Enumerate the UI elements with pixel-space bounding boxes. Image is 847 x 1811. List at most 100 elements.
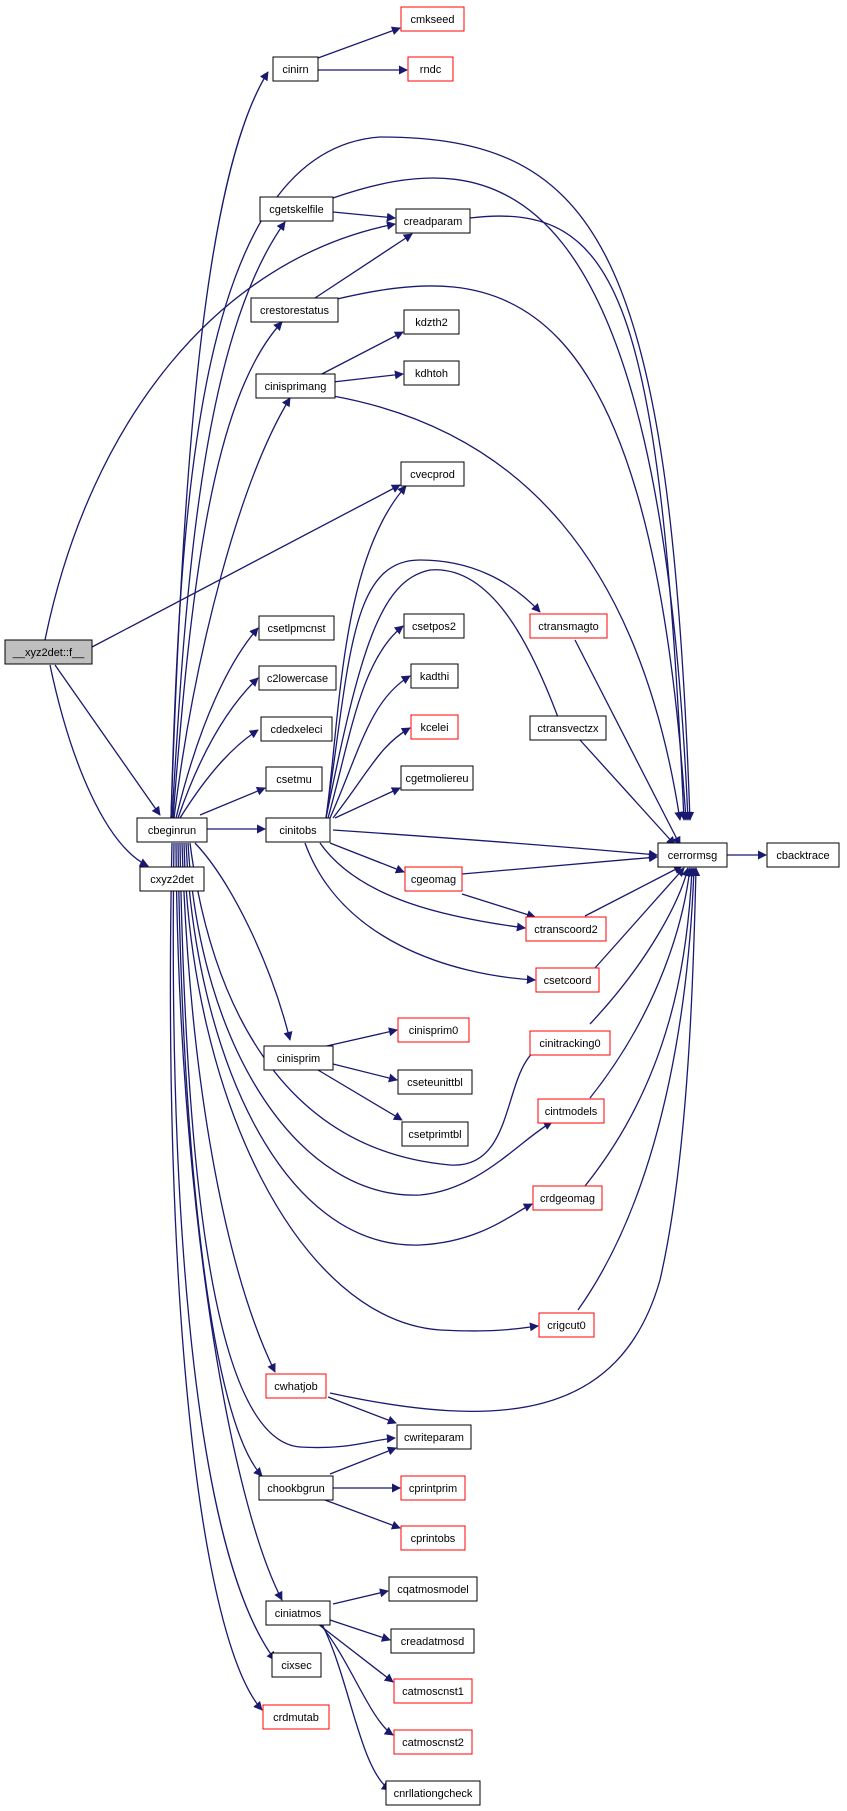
node-csetmu-label: csetmu (276, 774, 311, 786)
node-catmoscnst2[interactable]: catmoscnst2 (393, 1729, 473, 1755)
node-root[interactable]: __xyz2det::f__ (4, 639, 93, 665)
node-kdzth2[interactable]: kdzth2 (403, 309, 460, 335)
node-csetprimtbl-label: csetprimtbl (408, 1129, 461, 1141)
node-ctransvectzx[interactable]: ctransvectzx (529, 715, 607, 741)
node-cintmodels[interactable]: cintmodels (537, 1098, 605, 1124)
edge-cbeginrun-cerrormsg-top (170, 136, 695, 821)
node-cvecprod[interactable]: cvecprod (400, 461, 465, 487)
edge-cbeginrun-ciniatmos (175, 842, 283, 1601)
node-cbacktrace[interactable]: cbacktrace (766, 842, 840, 868)
node-cgetskelfile[interactable]: cgetskelfile (259, 196, 334, 222)
node-c2lowercase[interactable]: c2lowercase (258, 665, 337, 691)
node-ciniatmos-label: ciniatmos (275, 1608, 322, 1620)
node-csetprimtbl[interactable]: csetprimtbl (401, 1121, 469, 1147)
edge-cbeginrun-cixsec (172, 842, 276, 1661)
edge-cinitobs-csetcoord (304, 842, 536, 985)
edge-root-creadparam (44, 221, 396, 641)
node-ctranscoord2[interactable]: ctranscoord2 (525, 916, 607, 942)
edge-csetcoord-cerrormsg (594, 867, 685, 969)
edge-cinitobs-kadthi (329, 675, 411, 819)
node-cinisprim0-label: cinisprim0 (409, 1025, 459, 1037)
edge-cbeginrun-cgetskelfile (171, 221, 286, 819)
edge-cinisprim-cinisprim0 (317, 1027, 398, 1049)
edge-cinisprimang-kdhtoh (332, 370, 404, 383)
node-catmoscnst2-label: catmoscnst2 (402, 1737, 464, 1749)
node-ciniatmos[interactable]: ciniatmos (265, 1600, 331, 1626)
node-kadthi-label: kadthi (420, 671, 449, 683)
node-cinisprimang[interactable]: cinisprimang (255, 373, 336, 399)
node-cgeomag[interactable]: cgeomag (404, 866, 463, 892)
node-csetcoord[interactable]: csetcoord (535, 967, 600, 993)
edge-cbeginrun-cinisprim (194, 842, 293, 1041)
node-csetcoord-label: csetcoord (544, 975, 592, 987)
edge-crestorestatus-creadparam (314, 233, 413, 299)
node-cwriteparam[interactable]: cwriteparam (396, 1424, 472, 1450)
node-c2lowercase-label: c2lowercase (267, 673, 328, 685)
node-cvecprod-label: cvecprod (410, 469, 455, 481)
node-csetpos2[interactable]: csetpos2 (403, 613, 465, 639)
node-crdgeomag-label: crdgeomag (540, 1193, 595, 1205)
node-cqatmosmodel[interactable]: cqatmosmodel (388, 1576, 478, 1602)
node-csetlpmcnst[interactable]: csetlpmcnst (258, 615, 335, 641)
node-cseteunittbl[interactable]: cseteunittbl (397, 1069, 473, 1095)
edge-chookbgrun-cwriteparam (329, 1446, 397, 1475)
node-crdmutab[interactable]: crdmutab (262, 1704, 330, 1730)
node-cgetmoliereu[interactable]: cgetmoliereu (400, 765, 474, 791)
node-crdmutab-label: crdmutab (273, 1712, 319, 1724)
edge-cinisprim-cseteunittbl (332, 1063, 398, 1083)
node-cinirn-label: cinirn (282, 64, 308, 76)
node-catmoscnst1[interactable]: catmoscnst1 (393, 1678, 473, 1704)
node-cdedxeleci[interactable]: cdedxeleci (260, 716, 333, 742)
edge-cinisprimang-kdzth2 (317, 331, 404, 377)
node-cprintprim[interactable]: cprintprim (400, 1475, 466, 1501)
edge-crdgeomag-cerrormsg (584, 867, 697, 1187)
node-cmkseed[interactable]: cmkseed (400, 6, 465, 32)
node-cwhatjob[interactable]: cwhatjob (265, 1373, 327, 1399)
node-cerrormsg[interactable]: cerrormsg (657, 842, 728, 868)
edge-root-cbeginrun (54, 664, 161, 816)
node-cinitracking0[interactable]: cinitracking0 (529, 1030, 611, 1056)
edge-cbeginrun-csetlpmcnst (175, 627, 259, 819)
nodes: __xyz2det::f__ cbeginrun cxyz2det cinirn… (4, 6, 840, 1806)
node-ctransmagto[interactable]: ctransmagto (529, 613, 608, 639)
node-chookbgrun[interactable]: chookbgrun (258, 1475, 334, 1501)
edge-ctransvectzx-cerrormsg (579, 739, 676, 846)
edge-cbeginrun-crestorestatus (172, 321, 283, 819)
edge-cbeginrun-cwriteparam (179, 842, 396, 1449)
node-cinirn[interactable]: cinirn (272, 56, 319, 82)
node-cinitobs[interactable]: cinitobs (265, 817, 331, 843)
node-cixsec[interactable]: cixsec (271, 1652, 322, 1678)
edge-cintmodels-cerrormsg (589, 867, 694, 1099)
edge-cbeginrun-crdmutab (169, 842, 263, 1711)
node-rndc-label: rndc (420, 64, 442, 76)
node-cinitracking0-label: cinitracking0 (539, 1038, 600, 1050)
edge-creadparam-cerrormsg (469, 215, 689, 821)
edge-ctranscoord2-cerrormsg (584, 865, 683, 917)
edge-cbeginrun-cintmodels (187, 842, 553, 1196)
node-kcelei-label: kcelei (420, 722, 448, 734)
node-kcelei[interactable]: kcelei (410, 714, 459, 740)
edge-ctransmagto-cerrormsg (574, 639, 681, 846)
node-kdhtoh[interactable]: kdhtoh (403, 360, 460, 386)
node-ctransvectzx-label: ctransvectzx (537, 723, 599, 735)
node-csetmu[interactable]: csetmu (265, 766, 323, 792)
node-cbeginrun[interactable]: cbeginrun (136, 817, 208, 843)
node-crigcut0[interactable]: crigcut0 (538, 1312, 595, 1338)
node-cprintobs[interactable]: cprintobs (400, 1525, 466, 1551)
node-rndc[interactable]: rndc (407, 56, 454, 82)
node-crestorestatus[interactable]: crestorestatus (250, 297, 339, 323)
node-crdgeomag[interactable]: crdgeomag (532, 1185, 603, 1211)
node-creadatmosd[interactable]: creadatmosd (390, 1628, 475, 1654)
node-cinisprim0[interactable]: cinisprim0 (397, 1017, 470, 1043)
node-kadthi[interactable]: kadthi (410, 663, 459, 689)
node-cxyz2det[interactable]: cxyz2det (139, 866, 205, 892)
edge-cgeomag-cerrormsg (461, 853, 658, 875)
node-cinisprim[interactable]: cinisprim (263, 1045, 334, 1071)
node-crigcut0-label: crigcut0 (547, 1320, 586, 1332)
node-creadatmosd-label: creadatmosd (401, 1636, 465, 1648)
edge-cinitobs-kcelei (332, 727, 411, 819)
node-cnrllationgcheck[interactable]: cnrllationgcheck (385, 1780, 481, 1806)
node-cwriteparam-label: cwriteparam (404, 1432, 464, 1444)
node-creadparam[interactable]: creadparam (395, 208, 471, 234)
